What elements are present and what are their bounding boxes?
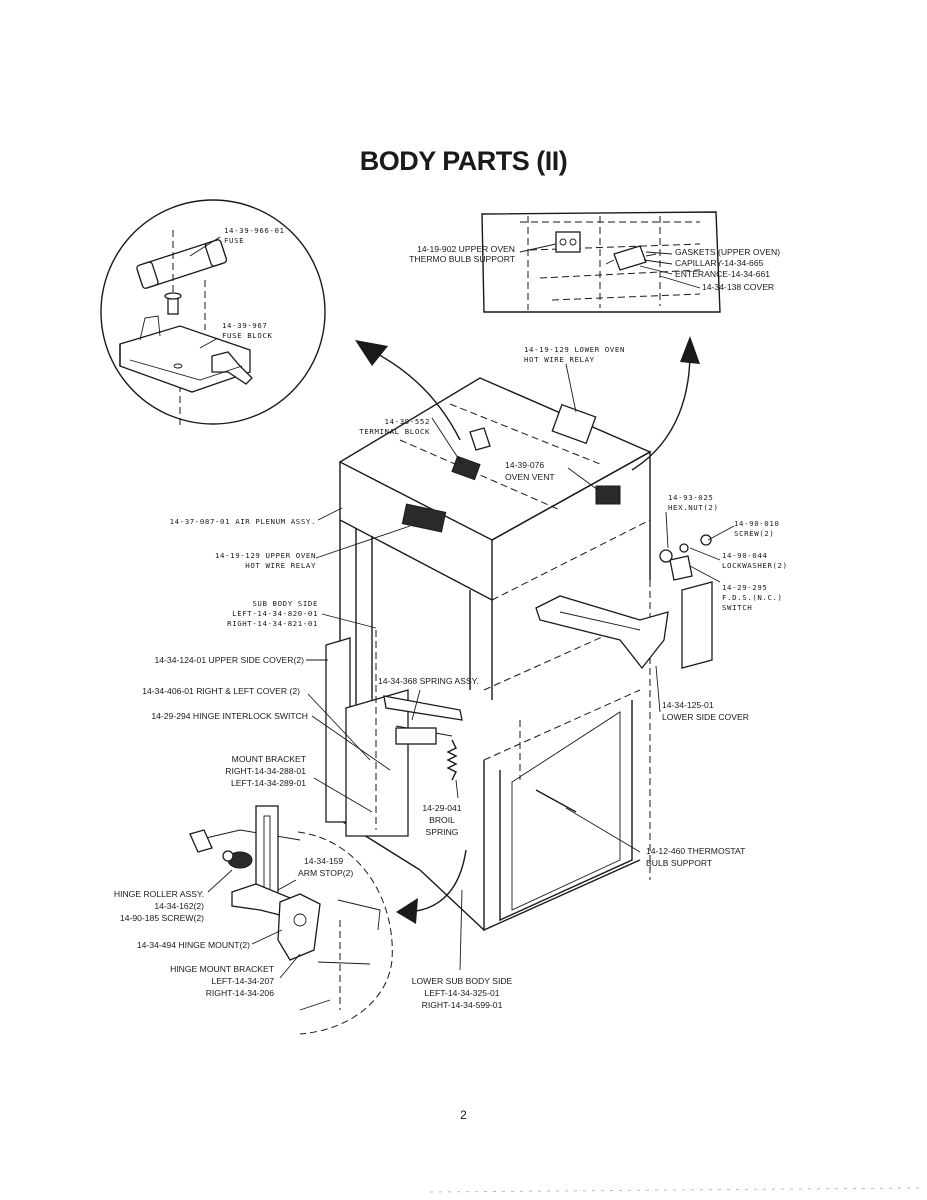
label-screw: 14-90-010 SCREW(2): [734, 519, 779, 538]
svg-text:14-34-124-01 UPPER SIDE COVER(: 14-34-124-01 UPPER SIDE COVER(2): [155, 655, 305, 665]
label-arm-stop: 14-34-159 ARM STOP(2): [298, 856, 353, 878]
svg-text:GASKETS (UPPER OVEN): GASKETS (UPPER OVEN): [675, 247, 780, 257]
svg-text:14-12-460 THERMOSTAT: 14-12-460 THERMOSTAT: [646, 846, 746, 856]
svg-text:14-29-041: 14-29-041: [422, 803, 461, 813]
hinge-detail-callout: [189, 805, 393, 1035]
svg-text:RIGHT-14-34-599-01: RIGHT-14-34-599-01: [422, 1000, 503, 1010]
label-thermostat: 14-12-460 THERMOSTAT BULB SUPPORT: [646, 846, 746, 868]
svg-text:14-29-295: 14-29-295: [722, 583, 767, 592]
label-fds-switch: 14-29-295 F.D.S.(N.C.) SWITCH: [722, 583, 783, 612]
svg-text:F.D.S.(N.C.): F.D.S.(N.C.): [722, 593, 783, 602]
svg-text:LOWER SUB BODY SIDE: LOWER SUB BODY SIDE: [412, 976, 513, 986]
label-mount-bracket: MOUNT BRACKET RIGHT-14-34-288-01 LEFT-14…: [225, 754, 306, 788]
svg-text:14-34-368 SPRING ASSY.: 14-34-368 SPRING ASSY.: [378, 676, 479, 686]
svg-text:TERMINAL BLOCK: TERMINAL BLOCK: [359, 427, 430, 436]
label-upper-relay: 14-19-129 UPPER OVEN HOT WIRE RELAY: [215, 551, 316, 570]
label-terminal-block: 14-39-552 TERMINAL BLOCK: [359, 417, 430, 436]
label-broil-spring: 14-29-041 BROIL SPRING: [422, 803, 461, 837]
label-upper-side-cover: 14-34-124-01 UPPER SIDE COVER(2): [155, 655, 305, 665]
svg-text:CAPILLARY-14-34-665: CAPILLARY-14-34-665: [675, 258, 764, 268]
label-hex-nut: 14-93-025 HEX.NUT(2): [668, 493, 719, 512]
svg-text:HOT WIRE RELAY: HOT WIRE RELAY: [245, 561, 316, 570]
label-oven-vent: 14-39-076 OVEN VENT: [505, 460, 555, 482]
svg-text:THERMO BULB SUPPORT: THERMO BULB SUPPORT: [409, 254, 516, 264]
svg-text:HOT WIRE RELAY: HOT WIRE RELAY: [524, 355, 595, 364]
svg-text:14-34-159: 14-34-159: [304, 856, 343, 866]
svg-text:14-90-044: 14-90-044: [722, 551, 767, 560]
page-title: BODY PARTS (II): [359, 146, 568, 176]
svg-text:BULB SUPPORT: BULB SUPPORT: [646, 858, 713, 868]
svg-text:FUSE BLOCK: FUSE BLOCK: [222, 331, 273, 340]
label-upper-thermo: 14-19-902 UPPER OVEN THERMO BULB SUPPORT: [409, 244, 516, 264]
svg-text:HINGE ROLLER ASSY.: HINGE ROLLER ASSY.: [114, 889, 204, 899]
svg-text:SUB BODY SIDE: SUB BODY SIDE: [252, 599, 318, 608]
svg-text:RIGHT-14-34-821-01: RIGHT-14-34-821-01: [227, 619, 318, 628]
label-lower-relay: 14-19-129 LOWER OVEN HOT WIRE RELAY: [524, 345, 625, 364]
label-lower-sub-body: LOWER SUB BODY SIDE LEFT-14-34-325-01 RI…: [412, 976, 513, 1010]
svg-text:MOUNT BRACKET: MOUNT BRACKET: [232, 754, 307, 764]
label-hinge-roller: HINGE ROLLER ASSY. 14-34-162(2) 14-90-18…: [114, 889, 204, 923]
svg-text:14-37-087-01 AIR PLENUM ASSY.: 14-37-087-01 AIR PLENUM ASSY.: [170, 517, 316, 526]
label-hinge-mount-bracket: HINGE MOUNT BRACKET LEFT-14-34-207 RIGHT…: [170, 964, 275, 998]
label-sub-body-side: SUB BODY SIDE LEFT-14-34-820-01 RIGHT-14…: [227, 599, 318, 628]
svg-text:14-29-294 HINGE INTERLOCK SWIT: 14-29-294 HINGE INTERLOCK SWITCH: [151, 711, 308, 721]
svg-text:14-34-138 COVER: 14-34-138 COVER: [702, 282, 774, 292]
svg-text:LEFT-14-34-289-01: LEFT-14-34-289-01: [231, 778, 306, 788]
label-spring-assy: 14-34-368 SPRING ASSY.: [378, 676, 479, 686]
label-air-plenum: 14-37-087-01 AIR PLENUM ASSY.: [170, 517, 316, 526]
label-gaskets: GASKETS (UPPER OVEN) CAPILLARY-14-34-665…: [675, 247, 780, 292]
label-fuse: 14-39-966-01 FUSE: [224, 226, 285, 245]
page-number: 2: [460, 1108, 467, 1122]
fuse-detail-callout: [100, 199, 326, 425]
upper-oven-detail-callout: [481, 211, 721, 313]
svg-text:14-34-406-01 RIGHT & LEFT COVE: 14-34-406-01 RIGHT & LEFT COVER (2): [142, 686, 300, 696]
svg-text:14-34-125-01: 14-34-125-01: [662, 700, 714, 710]
svg-text:BROIL: BROIL: [429, 815, 455, 825]
svg-text:HEX.NUT(2): HEX.NUT(2): [668, 503, 719, 512]
label-lower-side-cover: 14-34-125-01 LOWER SIDE COVER: [662, 700, 749, 722]
svg-text:LOCKWASHER(2): LOCKWASHER(2): [722, 561, 788, 570]
svg-text:14-19-902 UPPER OVEN: 14-19-902 UPPER OVEN: [417, 244, 515, 254]
svg-text:14-90-185 SCREW(2): 14-90-185 SCREW(2): [120, 913, 204, 923]
svg-text:SPRING: SPRING: [426, 827, 459, 837]
svg-text:SCREW(2): SCREW(2): [734, 529, 774, 538]
svg-text:RIGHT-14-34-206: RIGHT-14-34-206: [206, 988, 275, 998]
svg-text:ARM STOP(2): ARM STOP(2): [298, 868, 353, 878]
svg-text:14-34-494 HINGE MOUNT(2): 14-34-494 HINGE MOUNT(2): [137, 940, 250, 950]
svg-text:14-39-967: 14-39-967: [222, 321, 267, 330]
svg-text:14-34-162(2): 14-34-162(2): [154, 901, 204, 911]
label-right-left-cover: 14-34-406-01 RIGHT & LEFT COVER (2): [142, 686, 300, 696]
svg-text:14-93-025: 14-93-025: [668, 493, 713, 502]
label-interlock: 14-29-294 HINGE INTERLOCK SWITCH: [151, 711, 308, 721]
svg-text:LOWER SIDE COVER: LOWER SIDE COVER: [662, 712, 749, 722]
svg-text:14-90-010: 14-90-010: [734, 519, 779, 528]
svg-text:RIGHT-14-34-288-01: RIGHT-14-34-288-01: [225, 766, 306, 776]
oven-body: [325, 377, 713, 932]
label-hinge-mount: 14-34-494 HINGE MOUNT(2): [137, 940, 250, 950]
svg-text:LEFT-14-34-325-01: LEFT-14-34-325-01: [425, 988, 500, 998]
svg-text:ENTERANCE-14-34-661: ENTERANCE-14-34-661: [675, 269, 770, 279]
svg-text:14-39-552: 14-39-552: [385, 417, 430, 426]
svg-text:LEFT-14-34-820-01: LEFT-14-34-820-01: [232, 609, 318, 618]
svg-text:LEFT-14-34-207: LEFT-14-34-207: [211, 976, 274, 986]
svg-text:14-39-076: 14-39-076: [505, 460, 544, 470]
svg-text:OVEN VENT: OVEN VENT: [505, 472, 555, 482]
svg-text:14-19-129 UPPER OVEN: 14-19-129 UPPER OVEN: [215, 551, 316, 560]
svg-text:14-39-966-01: 14-39-966-01: [224, 226, 285, 235]
label-lockwasher: 14-90-044 LOCKWASHER(2): [722, 551, 788, 570]
svg-text:HINGE MOUNT BRACKET: HINGE MOUNT BRACKET: [170, 964, 275, 974]
svg-text:14-19-129 LOWER OVEN: 14-19-129 LOWER OVEN: [524, 345, 625, 354]
svg-text:SWITCH: SWITCH: [722, 603, 752, 612]
svg-text:FUSE: FUSE: [224, 236, 244, 245]
label-fuse-block: 14-39-967 FUSE BLOCK: [222, 321, 273, 340]
